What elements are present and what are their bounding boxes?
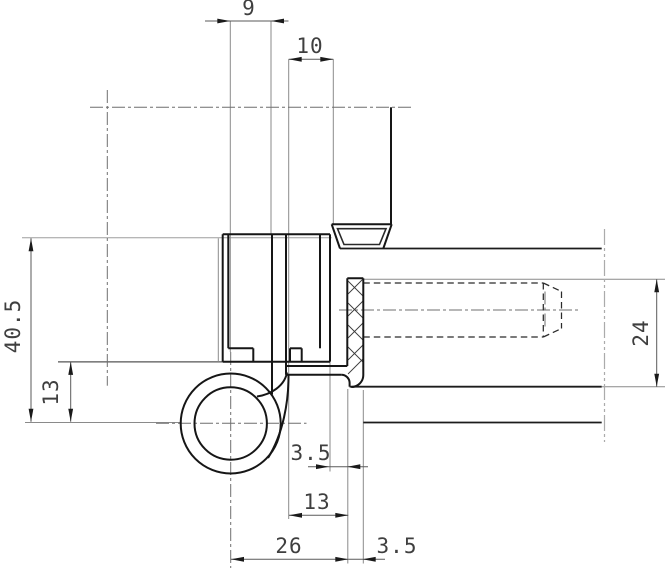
- dimension-arrow-width-3-5-bottom: [362, 556, 376, 562]
- dimension-arrow-height-24: [654, 373, 660, 387]
- outline-path: [336, 227, 388, 246]
- section-hatch-line: [347, 300, 364, 317]
- dimension-arrow-height-13-left: [68, 408, 74, 422]
- dimension-label-width-13-mid: 13: [303, 490, 330, 514]
- dimension-arrow-width-13-mid: [289, 512, 302, 518]
- dimension-arrow-width-9: [271, 18, 284, 24]
- section-hatch-line: [347, 280, 364, 297]
- hidden-edge-dowel: [543, 327, 562, 338]
- hidden-edge-dowel: [543, 282, 562, 293]
- dimension-arrow-width-3-5-top: [316, 464, 329, 470]
- knuckle-circle: [179, 372, 282, 475]
- dimension-label-width-9: 9: [242, 0, 256, 20]
- section-hatch-line: [347, 346, 364, 363]
- section-hatch-line: [347, 344, 364, 361]
- dimension-arrow-width-26: [231, 556, 244, 562]
- section-hatch-line: [347, 278, 364, 295]
- dimension-arrow-height-40-5: [28, 408, 34, 422]
- dimension-arrow-width-10: [320, 56, 334, 62]
- dimension-label-height-40-5: 40.5: [1, 299, 25, 354]
- dimension-arrow-width-13-mid: [335, 512, 349, 518]
- dimension-arrow-width-3-5-top: [347, 464, 361, 470]
- dimension-arrow-width-9: [217, 18, 231, 24]
- outline-path: [256, 372, 288, 398]
- dimension-label-width-26: 26: [275, 534, 302, 558]
- outline-path: [382, 223, 393, 249]
- dimension-arrow-height-13-left: [68, 361, 74, 375]
- dimension-arrow-width-26: [335, 556, 349, 562]
- dimension-arrow-height-40-5: [28, 238, 34, 252]
- outline-path: [341, 373, 351, 384]
- section-hatch-line: [347, 322, 364, 339]
- section-hatch-line: [347, 358, 364, 375]
- section-hatch-line: [347, 324, 364, 341]
- section-hatch-line: [347, 302, 364, 319]
- dimension-label-width-3-5-bottom: 3.5: [377, 534, 418, 558]
- dimension-arrow-height-24: [654, 279, 660, 293]
- outline-path: [330, 223, 341, 249]
- dimension-label-width-3-5-top: 3.5: [291, 441, 332, 465]
- dimension-label-width-10: 10: [296, 34, 323, 58]
- dimension-arrow-width-10: [288, 56, 302, 62]
- knuckle-circle: [193, 386, 268, 461]
- outline-path: [351, 374, 365, 388]
- dimension-label-height-24: 24: [629, 319, 653, 346]
- dimension-label-height-13-left: 13: [39, 378, 63, 405]
